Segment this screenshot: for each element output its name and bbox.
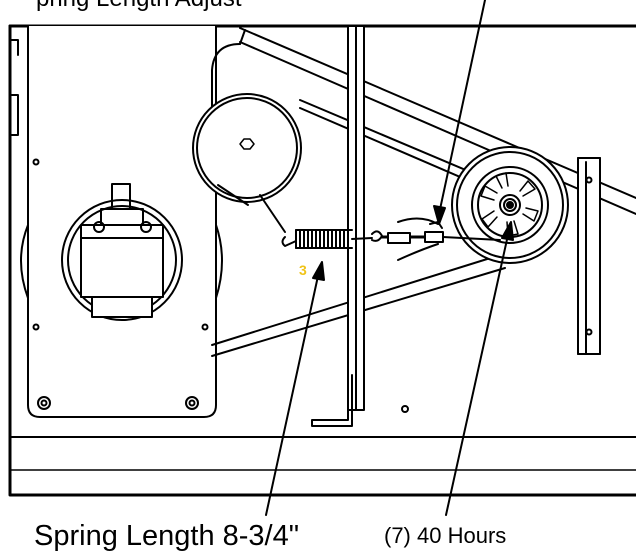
vertical-channel — [311, 25, 365, 427]
caption-service-interval: (7) 40 Hours — [384, 523, 507, 548]
caption-spring-length: Spring Length 8-3/4" — [34, 520, 300, 552]
frame-corners — [9, 39, 19, 136]
tension-assembly — [281, 217, 501, 261]
right-bracket — [577, 157, 601, 355]
caption-spring-adjust: pring Length Adjust — [36, 0, 242, 13]
annotation-mark: 3 — [299, 262, 307, 278]
leader-lines — [265, 0, 514, 516]
idler-pulley — [451, 146, 569, 264]
mounting-plate — [20, 25, 223, 418]
mounting-hole — [401, 405, 409, 413]
drive-pulley — [192, 29, 302, 233]
motor-housing — [61, 183, 183, 321]
